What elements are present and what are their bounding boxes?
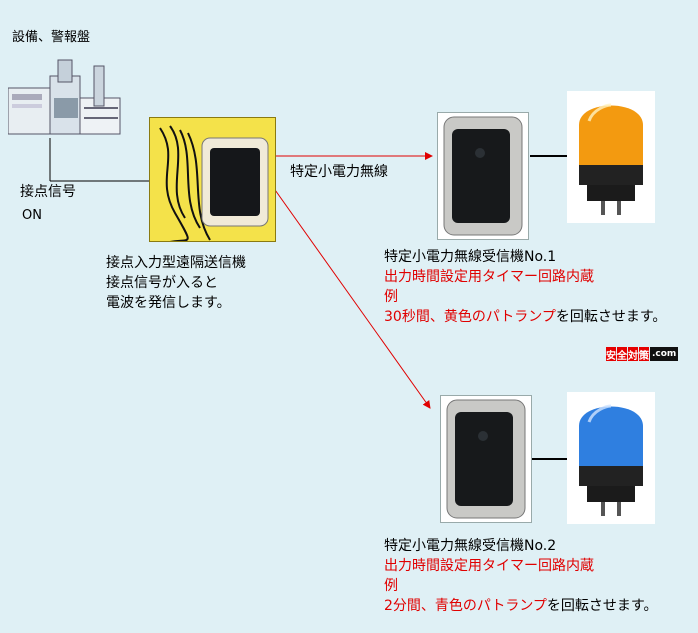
receiver2-example-red: 2分間、青色のパトランプ	[384, 598, 547, 614]
receiver2-photo	[440, 395, 532, 523]
receiver2-name: 特定小電力無線受信機No.2	[384, 536, 556, 556]
transmitter-name: 接点入力型遠隔送信機	[106, 253, 246, 273]
logo-char-4: 策	[639, 347, 649, 361]
logo-char-3: 対	[628, 347, 638, 361]
logo-char-1: 安	[606, 347, 616, 361]
receiver2-example-label: 例	[384, 576, 398, 596]
radio-arrow-2	[268, 180, 430, 408]
receiver2-feature: 出力時間設定用タイマー回路内蔵	[384, 556, 594, 576]
receiver2-example: 2分間、青色のパトランプを回転させます。	[384, 596, 658, 616]
transmitter-photo	[149, 117, 276, 242]
logo-char-2: 全	[617, 347, 627, 361]
receiver1-example-black: を回転させます。	[556, 309, 667, 325]
receiver1-feature: 出力時間設定用タイマー回路内蔵	[384, 267, 594, 287]
receiver1-example-red: 30秒間、黄色のパトランプ	[384, 309, 556, 325]
transmitter-desc-line1: 接点信号が入ると	[106, 273, 218, 293]
site-logo: 安 全 対 策 .com	[606, 346, 676, 362]
receiver1-example-label: 例	[384, 287, 398, 307]
radio-link-label: 特定小電力無線	[290, 162, 388, 182]
receiver2-example-black: を回転させます。	[547, 598, 658, 614]
contact-state-label: ON	[22, 206, 42, 226]
lamp1-photo	[567, 91, 655, 223]
receiver1-name: 特定小電力無線受信機No.1	[384, 247, 556, 267]
logo-suffix: .com	[650, 347, 678, 361]
lamp2-photo	[567, 392, 655, 524]
transmitter-desc-line2: 電波を発信します。	[106, 293, 231, 313]
contact-signal-label: 接点信号	[20, 182, 76, 202]
receiver1-photo	[437, 112, 529, 240]
receiver1-example: 30秒間、黄色のパトランプを回転させます。	[384, 307, 666, 327]
